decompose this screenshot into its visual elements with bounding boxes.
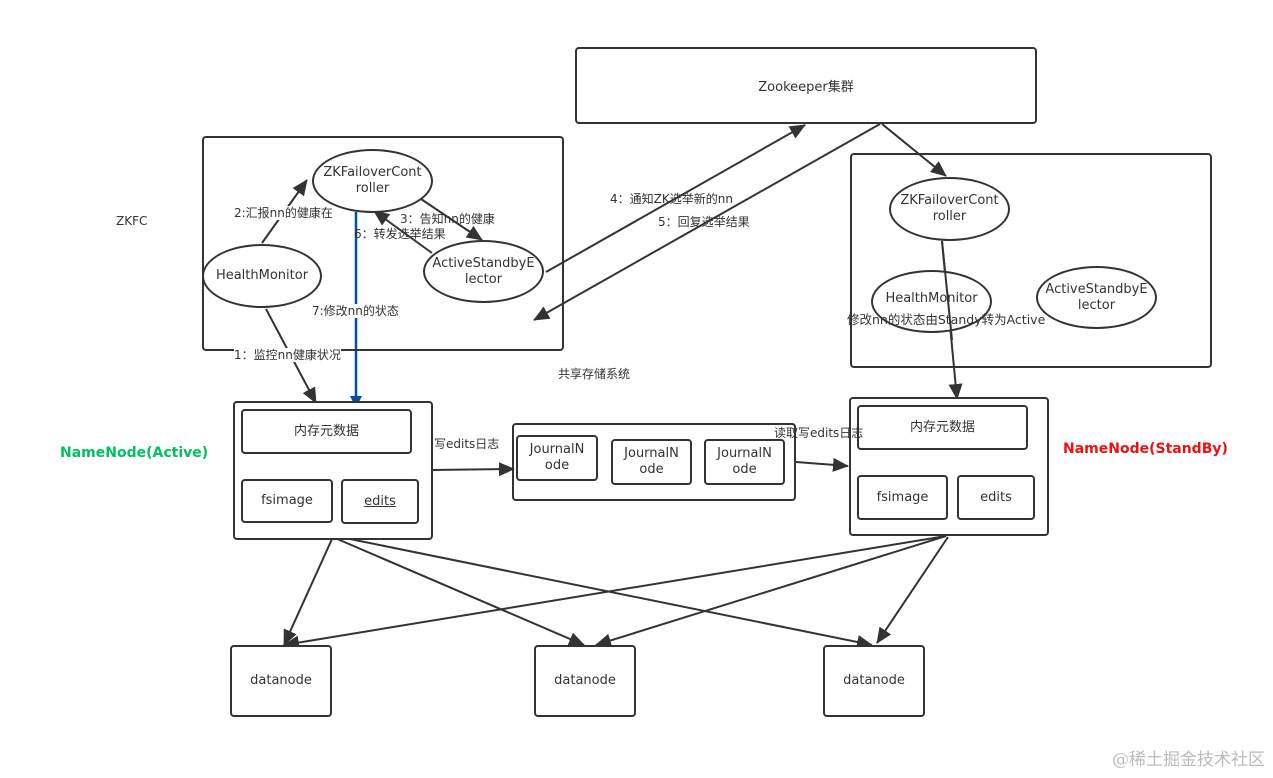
- active-zkfc-container: [202, 136, 564, 351]
- active-memory-label: 内存元数据: [293, 423, 359, 439]
- datanode-2: datanode: [534, 645, 636, 717]
- journal-node-1: JournalN ode: [516, 435, 598, 481]
- zkfc-label: ZKFC: [116, 214, 148, 228]
- edge-active-dn1: [283, 538, 333, 646]
- edge-step6: [373, 210, 433, 254]
- active-elector-label: ActiveStandbyE lector: [432, 255, 535, 287]
- active-zkfailover-controller: ZKFailoverCont roller: [312, 149, 433, 213]
- edge-step3: [417, 196, 483, 241]
- standby-elector: ActiveStandbyE lector: [1036, 266, 1157, 329]
- datanode-2-label: datanode: [554, 673, 616, 688]
- standby-memory-metadata: 内存元数据: [857, 405, 1028, 450]
- step7-label: 7:修改nn的状态: [312, 304, 399, 318]
- step3-label: 3：告知nn的健康: [400, 212, 495, 226]
- active-health-monitor-label: HealthMonitor: [215, 268, 309, 283]
- active-edits: edits: [341, 479, 419, 524]
- edge-step4: [545, 124, 806, 273]
- zookeeper-label: Zookeeper集群: [758, 80, 854, 95]
- standby-fsimage-label: fsimage: [876, 489, 929, 505]
- step5-label: 5：回复选举结果: [658, 215, 750, 229]
- step1-label: 1：监控nn健康状况: [234, 348, 341, 362]
- datanode-1: datanode: [230, 645, 332, 717]
- datanode-1-label: datanode: [250, 673, 312, 688]
- standby-fsimage: fsimage: [857, 475, 948, 520]
- step2-label: 2:汇报nn的健康在: [234, 206, 333, 220]
- active-memory-metadata: 内存元数据: [241, 409, 412, 454]
- read-edits-label: 读取写edits日志: [774, 426, 864, 440]
- journal-node-1-label: JournalN ode: [529, 442, 585, 473]
- edge-read-edits: [795, 457, 849, 472]
- datanode-3: datanode: [823, 645, 925, 717]
- step4-label: 4：通知ZK选举新的nn: [610, 192, 733, 206]
- journal-node-2: JournalN ode: [611, 439, 692, 485]
- standby-memory-label: 内存元数据: [909, 419, 975, 435]
- datanode-3-label: datanode: [843, 673, 905, 688]
- edge-write-edits: [431, 462, 515, 477]
- active-zkfailover-label: ZKFailoverCont roller: [323, 165, 422, 196]
- standby-edits-label: edits: [980, 489, 1012, 505]
- edge-step5: [533, 123, 881, 321]
- standby-health-monitor: HealthMonitor: [871, 270, 992, 333]
- edge-standby-dn3: [876, 536, 949, 644]
- standby-zkfailover-controller: ZKFailoverCont roller: [889, 177, 1010, 241]
- active-health-monitor: HealthMonitor: [202, 244, 322, 308]
- journal-node-3-label: JournalN ode: [717, 446, 772, 477]
- standby-zkfailover-label: ZKFailoverCont roller: [900, 193, 999, 224]
- namenode-standby-label: NameNode(StandBy): [1063, 441, 1228, 457]
- edge-standby-dn1: [283, 535, 947, 650]
- edge-standby-dn2: [595, 535, 947, 648]
- edge-active-dn2: [334, 537, 585, 646]
- journal-node-group: [512, 423, 796, 501]
- write-edits-label: 写edits日志: [434, 437, 500, 451]
- active-fsimage-label: fsimage: [261, 493, 313, 508]
- standby-zkfc-container: [850, 153, 1212, 368]
- standby-change-label: 修改nn的状态由Standy转为Active: [847, 312, 1046, 327]
- standby-elector-label: ActiveStandbyE lector: [1045, 281, 1148, 313]
- standby-health-monitor-label: HealthMonitor: [885, 290, 978, 306]
- active-edits-label: edits: [364, 493, 396, 509]
- standby-edits: edits: [957, 475, 1035, 520]
- journal-node-3: JournalN ode: [704, 439, 785, 485]
- step6-label: 6：转发选举结果: [354, 227, 446, 241]
- namenode-active-label: NameNode(Active): [60, 445, 209, 461]
- journal-node-2-label: JournalN ode: [624, 446, 679, 477]
- active-elector: ActiveStandbyE lector: [423, 240, 544, 303]
- zookeeper-cluster: Zookeeper集群: [575, 47, 1037, 124]
- watermark: @稀土掘金技术社区: [1112, 750, 1265, 770]
- shared-storage-label: 共享存储系统: [558, 367, 631, 381]
- edge-zk-standby: [881, 123, 947, 177]
- active-fsimage: fsimage: [241, 479, 333, 523]
